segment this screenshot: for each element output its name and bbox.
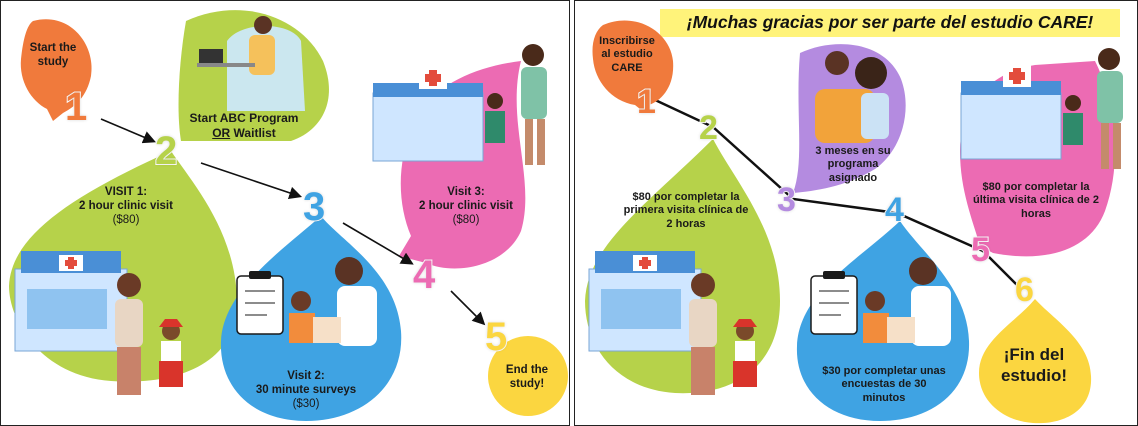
arrow-1-2: [100, 118, 156, 144]
visit1-text: VISIT 1: 2 hour clinic visit ($80): [51, 185, 201, 227]
enroll-bubble: [592, 20, 674, 113]
clinic-icon: [14, 251, 128, 352]
step-number-4-es: 4: [884, 191, 905, 229]
visit1-text-es: $80 por completar la primera visita clín…: [623, 191, 749, 230]
title-banner: [660, 9, 1120, 37]
english-panel: 1 2 3 4 5 Start the study Start ABC Prog…: [0, 0, 570, 426]
surveys-text-es: $30 por completar unas encuestas de 30 m…: [822, 365, 946, 404]
visit3-amount: ($80): [452, 214, 480, 227]
spanish-panel: ¡Muchas gracias por ser parte del estudi…: [574, 0, 1138, 426]
arrow-2-3: [200, 162, 303, 200]
step-number-3-es: 3: [776, 181, 797, 219]
visit2-text: Visit 2: 30 minute surveys ($30): [241, 369, 371, 411]
clinic-icon-2: [372, 67, 484, 162]
family-illustration-es-2: [1063, 48, 1123, 169]
visit2-title: Visit 2:: [287, 370, 325, 382]
start-study-text: Start the study: [29, 42, 77, 69]
step-number-3: 3: [302, 185, 326, 229]
clinic-icon-es: [588, 251, 702, 352]
step-number-5: 5: [484, 315, 508, 359]
visit3-title: Visit 3:: [447, 186, 485, 198]
arrow-4-5: [450, 290, 486, 326]
family-illustration-2: [485, 44, 547, 165]
step-number-6-es: 6: [1014, 271, 1035, 309]
hugging-family-illustration: [815, 51, 889, 143]
thank-you-title: ¡Muchas gracias por ser parte del estudi…: [686, 12, 1094, 32]
step-number-5-es: 5: [970, 231, 991, 269]
english-shapes: [9, 10, 568, 421]
arrow-3-4: [342, 222, 414, 265]
clinic-icon-es-2: [960, 65, 1062, 160]
program-text-line1: Start ABC Program: [189, 111, 299, 125]
step-number-1-es: 1: [636, 83, 657, 121]
surveys-illustration-es: [810, 257, 951, 346]
visit2-amount: ($30): [292, 398, 320, 411]
end-text-es: ¡Fin del estudio!: [1000, 345, 1068, 385]
program-or: OR: [212, 125, 231, 140]
end-study-text: End the study!: [505, 364, 549, 391]
visit3-text: Visit 3: 2 hour clinic visit ($80): [401, 185, 531, 227]
step-number-2-es: 2: [698, 109, 719, 147]
spanish-shapes: [585, 20, 1123, 424]
family-illustration: [115, 273, 183, 395]
visit1-detail: 2 hour clinic visit: [79, 200, 173, 213]
woman-laptop-illustration: [197, 16, 305, 111]
visit-last-text-es: $80 por completar la última visita clíni…: [973, 181, 1099, 220]
program-text: Start ABC Program OR Waitlist: [179, 111, 309, 140]
surveys-illustration: [236, 257, 377, 346]
program-text-rest: Waitlist: [230, 125, 276, 140]
enroll-text: Inscribirse al estudio CARE: [599, 35, 655, 74]
visit1-amount: ($80): [112, 214, 140, 227]
visit1-title: VISIT 1:: [104, 186, 148, 198]
family-illustration-es: [689, 273, 757, 395]
step-number-4: 4: [412, 253, 436, 297]
path-line: [652, 97, 1022, 290]
program-text-es: 3 meses en su programa asignado: [815, 145, 891, 184]
start-bubble: [20, 19, 92, 121]
visit3-detail: 2 hour clinic visit: [419, 200, 513, 213]
step-number-1: 1: [64, 85, 88, 129]
end-bubble-es: [979, 299, 1092, 424]
end-bubble: [488, 336, 568, 416]
visit2-detail: 30 minute surveys: [255, 384, 357, 397]
step-number-2: 2: [154, 129, 178, 173]
